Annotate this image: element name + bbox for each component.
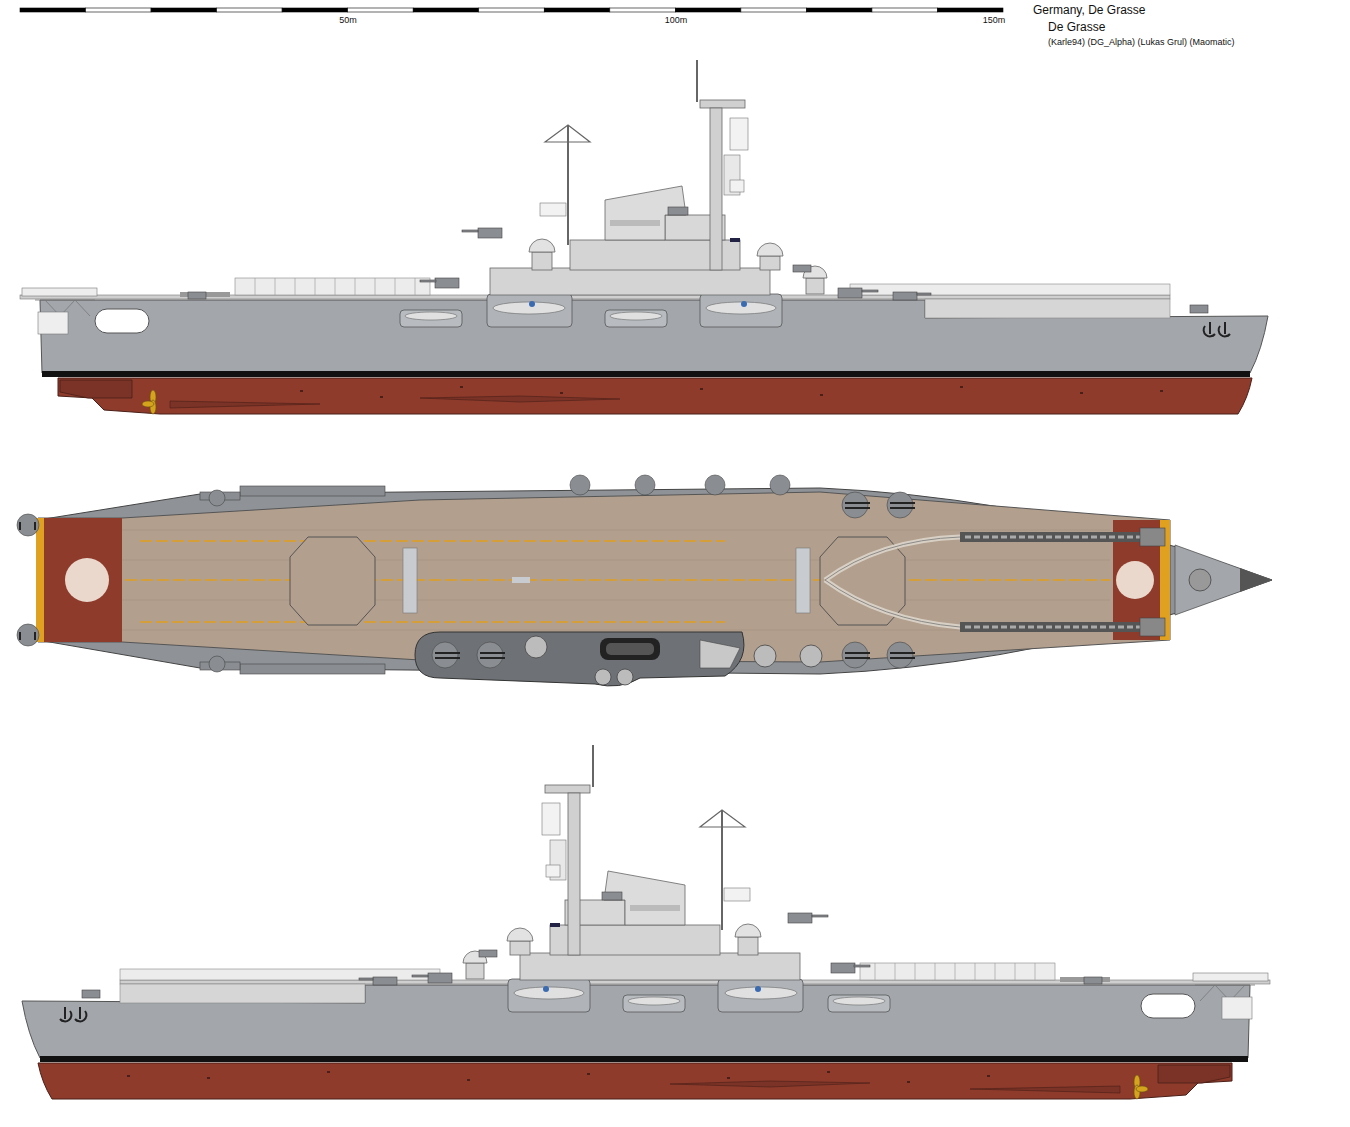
drawing-part — [477, 642, 503, 668]
scale-segment — [741, 8, 807, 12]
drawing-part — [887, 492, 913, 518]
scale-segment — [806, 8, 872, 12]
drawing-part — [38, 488, 1272, 674]
ship-name: De Grasse — [1048, 21, 1105, 35]
scale-segment — [610, 8, 676, 12]
drawing-part — [1175, 545, 1272, 615]
drawing-part — [525, 636, 547, 658]
plan-view — [17, 475, 1272, 686]
drawing-part — [435, 653, 505, 658]
drawing-part — [415, 632, 744, 686]
drawing-part — [17, 475, 913, 674]
scale-label: 150m — [983, 15, 1006, 25]
drawing-part — [1189, 569, 1211, 591]
drawing-part — [635, 475, 655, 495]
drawing-part — [1140, 618, 1165, 636]
scale-segment — [151, 8, 217, 12]
scale-segment — [872, 8, 938, 12]
drawing-part — [290, 537, 375, 625]
drawing-part — [240, 664, 385, 674]
scale-segment — [479, 8, 545, 12]
drawing-part — [20, 522, 35, 640]
scale-segment — [348, 8, 414, 12]
drawing-part — [125, 541, 1110, 622]
drawing-part — [125, 579, 1110, 580]
drawing-part — [700, 640, 740, 668]
scale-bar — [20, 8, 1003, 12]
drawing-part — [754, 645, 776, 667]
drawing-part — [65, 558, 109, 602]
drawing-part — [825, 537, 960, 627]
scale-segment — [413, 8, 479, 12]
port-profile — [22, 745, 1270, 1099]
credit-line: (Karle94) (DG_Alpha) (Lukas Grul) (Maoma… — [1048, 37, 1235, 47]
drawing-part — [432, 642, 458, 668]
drawing-part — [122, 560, 1110, 561]
drawing-part — [705, 475, 725, 495]
drawing-part — [600, 638, 660, 660]
drawing-part — [209, 656, 225, 672]
scale-segment — [20, 8, 86, 12]
scale-segment — [544, 8, 610, 12]
drawing-part — [796, 548, 810, 613]
drawing-part — [512, 577, 530, 583]
drawing-part — [122, 530, 1110, 630]
drawing-part — [36, 518, 44, 642]
drawing-part — [209, 490, 225, 506]
drawing-part — [122, 600, 1110, 601]
drawing-part — [965, 537, 1155, 627]
drawing-part — [842, 492, 868, 518]
drawing-part — [403, 548, 417, 613]
scale-segment — [282, 8, 348, 12]
drawing-part — [845, 653, 915, 658]
drawing-part — [595, 669, 611, 685]
drawing-part — [525, 636, 822, 685]
drawing-part — [1116, 561, 1154, 599]
scale-segment — [937, 8, 1003, 12]
drawing-part — [617, 669, 633, 685]
drawing-title: Germany, De Grasse — [1033, 4, 1145, 18]
drawing-part — [842, 642, 868, 668]
drawing-part — [770, 475, 790, 495]
drawing-part — [845, 503, 915, 508]
drawing-part — [800, 645, 822, 667]
drawing-part — [20, 503, 915, 658]
scale-segment — [675, 8, 741, 12]
scale-label: 100m — [665, 15, 688, 25]
drawing-part — [1140, 528, 1165, 546]
drawing-part — [140, 540, 725, 541]
scale-segment — [217, 8, 283, 12]
drawing-part — [122, 530, 1110, 531]
drawing-part — [606, 643, 654, 655]
drawing-part — [38, 518, 122, 642]
drawing-part — [240, 486, 385, 496]
drawing-part — [570, 475, 590, 495]
drawing-part — [1240, 568, 1272, 592]
drawing-part — [825, 537, 960, 627]
drawing-part — [140, 621, 725, 622]
scale-label: 50m — [339, 15, 357, 25]
drawing-part — [887, 642, 913, 668]
starboard-profile — [20, 60, 1268, 414]
scale-segment — [86, 8, 152, 12]
